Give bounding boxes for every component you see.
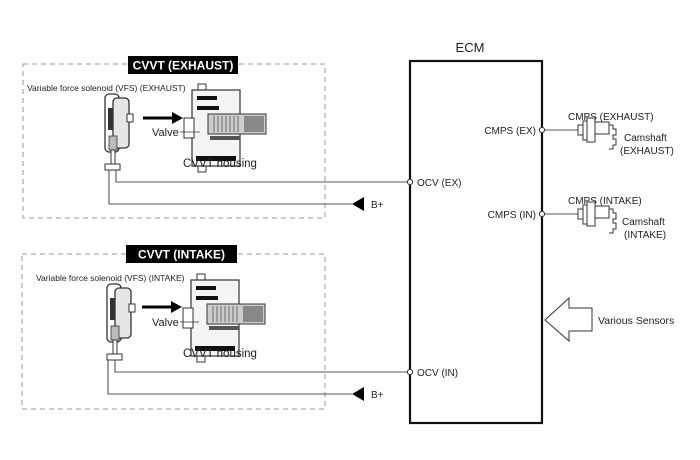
intake-ocv-wire — [114, 360, 410, 373]
exhaust-title-box — [128, 56, 238, 74]
various-sensors-arrow-icon — [544, 296, 593, 343]
camshaft-ex-label-2: (EXHAUST) — [620, 146, 674, 157]
intake-power-wire — [107, 360, 352, 395]
cvvt-intake-group: CVVT (INTAKE) Variable force solenoid (V… — [21, 245, 410, 410]
intake-bplus-terminal-icon — [352, 387, 364, 401]
ecm-block: ECM OCV (EX) OCV (IN) CMPS (EX) CMPS (IN… — [406, 40, 546, 425]
various-sensors-label: Various Sensors — [598, 315, 674, 327]
ecm-title: ECM — [456, 40, 485, 55]
exhaust-group-border — [22, 63, 326, 219]
cmps-ex-pin-label: CMPS (EX) — [484, 126, 536, 137]
camshaft-in-label-2: (INTAKE) — [624, 230, 666, 241]
cmps-ex-sensor-label: CMPS (EXHAUST) — [568, 112, 654, 123]
intake-bplus-label: B+ — [371, 390, 384, 401]
various-sensors-input: Various Sensors — [544, 296, 674, 343]
cmps-in-pin-label: CMPS (IN) — [488, 210, 536, 221]
exhaust-housing-label: CVVT housing — [183, 158, 257, 170]
cmps-exhaust-sensor: CMPS (EXHAUST) Camshaft (EXHAUST) — [545, 112, 674, 157]
cmps-intake-sensor: CMPS (INTAKE) Camshaft (INTAKE) — [545, 196, 666, 241]
intake-arrow-head-icon — [171, 301, 182, 313]
cvvt-exhaust-group: CVVT (EXHAUST) Variable force solenoid (… — [22, 56, 410, 219]
exhaust-arrow-head-icon — [172, 112, 183, 124]
ecm-box — [408, 59, 544, 425]
intake-title-box — [126, 245, 237, 263]
exhaust-solenoid-icon — [104, 93, 134, 171]
intake-solenoid-icon — [106, 283, 136, 361]
exhaust-bplus-terminal-icon — [352, 197, 364, 211]
exhaust-valve-label: Valve — [152, 127, 179, 139]
intake-solenoid-label: Variable force solenoid (VFS) (INTAKE) — [36, 273, 185, 283]
cmps-ex-pin-icon — [538, 126, 546, 134]
intake-housing-label: CVVT housing — [183, 348, 257, 360]
cmps-in-sensor-label: CMPS (INTAKE) — [568, 196, 642, 207]
intake-title: CVVT (INTAKE) — [138, 248, 225, 262]
exhaust-ocv-wire — [115, 170, 410, 183]
exhaust-power-wire — [108, 170, 352, 205]
intake-group-border — [21, 253, 326, 410]
ocv-ex-pin-icon — [406, 178, 414, 186]
camshaft-in-label-1: Camshaft — [622, 217, 665, 228]
exhaust-title: CVVT (EXHAUST) — [133, 59, 234, 73]
ocv-in-pin-label: OCV (IN) — [417, 368, 458, 379]
ocv-ex-pin-label: OCV (EX) — [417, 178, 461, 189]
intake-valve-label: Valve — [152, 317, 179, 329]
camshaft-ex-label-1: Camshaft — [624, 133, 667, 144]
exhaust-solenoid-label: Variable force solenoid (VFS) (EXHAUST) — [27, 83, 186, 93]
exhaust-bplus-label: B+ — [371, 200, 384, 211]
cmps-in-pin-icon — [538, 210, 546, 218]
ocv-in-pin-icon — [406, 368, 414, 376]
